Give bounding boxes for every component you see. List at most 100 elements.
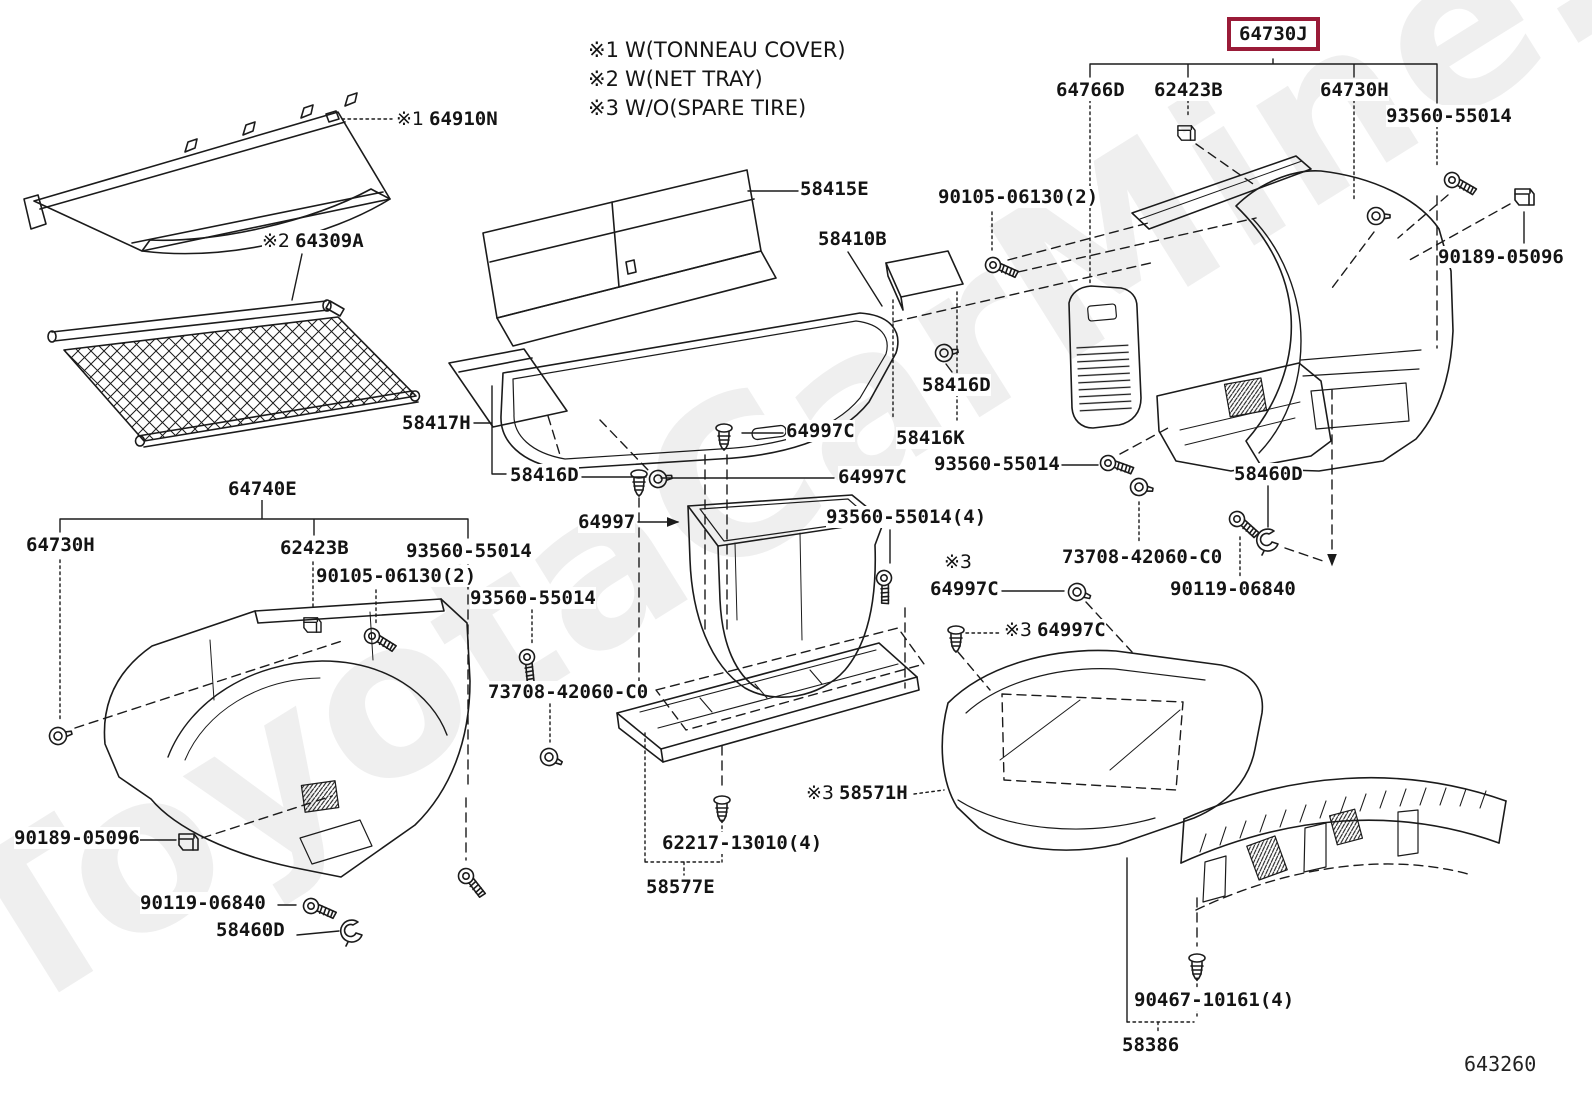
part-label-73708-42060-C0-b: 73708-42060-C0 xyxy=(488,681,649,703)
part-label-64997C-c: 64997C xyxy=(930,578,999,600)
part-number: 90105-06130(2) xyxy=(316,565,477,587)
part-number: 64730H xyxy=(26,534,95,556)
part-number: 58417H xyxy=(402,412,471,434)
clip-icon xyxy=(947,625,965,653)
part-number: 64730J xyxy=(1239,23,1308,45)
clip-icon xyxy=(713,795,731,823)
part-number: 64997C xyxy=(786,420,855,442)
part-label-73708-42060-C0-a: 73708-42060-C0 xyxy=(1062,546,1223,568)
part-label-93560-55014-a: 93560-55014 xyxy=(1386,105,1512,127)
note-ref-symbol: ※1 xyxy=(588,38,619,62)
dashed-lines xyxy=(74,143,1511,947)
retainer-icon xyxy=(1255,528,1279,556)
note-text: W(NET TRAY) xyxy=(624,67,763,91)
part-label-90467-10161: 90467-10161(4) xyxy=(1134,989,1295,1011)
part-label-93560-55014-c: 93560-55014(4) xyxy=(826,506,987,528)
part-label-58460D-a: 58460D xyxy=(1234,463,1303,485)
rear-quarter-trim-left-64740E-drawing xyxy=(103,598,471,878)
note-ref-symbol: ※3 xyxy=(806,782,835,804)
note-ref-symbol: ※3 xyxy=(944,551,973,573)
leader-lines xyxy=(59,58,1525,1023)
part-number: 58416D xyxy=(510,464,579,486)
part-label-58416D-a: 58416D xyxy=(922,374,991,396)
clip-icon xyxy=(178,833,199,851)
tonneau-cover-drawing xyxy=(23,92,391,255)
part-number: 62423B xyxy=(1154,79,1223,101)
clip-icon xyxy=(1177,125,1196,141)
vent-panel-64766D-drawing xyxy=(1068,285,1142,429)
grommet-icon xyxy=(933,341,961,364)
clip-icon xyxy=(1188,953,1206,981)
note-ref-symbol: ※3 xyxy=(588,96,619,120)
part-number: 64910N xyxy=(429,108,498,130)
grommet-icon xyxy=(536,744,567,772)
part-label-64740E: 64740E xyxy=(228,478,297,500)
net-tray-drawing xyxy=(47,299,421,448)
part-number: 93560-55014 xyxy=(1386,105,1512,127)
part-number: 58416D xyxy=(922,374,991,396)
board-58416K-drawing xyxy=(885,250,964,311)
screw-icon xyxy=(1098,453,1136,475)
part-label-93560-55014-e: 93560-55014 xyxy=(470,587,596,609)
part-number: 62423B xyxy=(280,537,349,559)
clip-icon xyxy=(630,469,648,497)
part-number: 64997C xyxy=(838,466,907,488)
part-number: 93560-55014(4) xyxy=(826,506,987,528)
part-label-93560-55014-b: 93560-55014 xyxy=(934,453,1060,475)
part-number: 64309A xyxy=(295,230,364,252)
part-number: 90119-06840 xyxy=(1170,578,1296,600)
part-label-64766D: 64766D xyxy=(1056,79,1125,101)
part-number: 58410B xyxy=(818,228,887,250)
screw-icon xyxy=(1441,169,1480,196)
part-number: 90189-05096 xyxy=(14,827,140,849)
part-number: 93560-55014 xyxy=(470,587,596,609)
clip-icon xyxy=(1514,188,1535,206)
part-label-58577E: 58577E xyxy=(646,876,715,898)
part-number: 73708-42060-C0 xyxy=(488,681,649,703)
note-ref-symbol: ※2 xyxy=(262,230,291,252)
retainer-icon xyxy=(339,919,363,947)
part-number: 64730H xyxy=(1320,79,1389,101)
note-ref-symbol: ※1 xyxy=(396,108,425,130)
rear-step-panel-58386-drawing xyxy=(1180,776,1507,903)
partition-board-58415E-drawing xyxy=(482,169,777,347)
part-label-62423B-b: 62423B xyxy=(280,537,349,559)
part-label-90189-05096-a: 90189-05096 xyxy=(1438,246,1564,268)
part-label-64730H-b: 64730H xyxy=(26,534,95,556)
part-number: 58571H xyxy=(839,782,908,804)
part-number: 90105-06130(2) xyxy=(938,186,1099,208)
part-label-90105-06130-b: 90105-06130(2) xyxy=(316,565,477,587)
rear-quarter-trim-right-64730J-drawing xyxy=(1131,155,1454,472)
part-number: 58577E xyxy=(646,876,715,898)
part-label-64997C-a: 64997C xyxy=(786,420,855,442)
part-label-90105-06130-a: 90105-06130(2) xyxy=(938,186,1099,208)
part-label-58417H: 58417H xyxy=(402,412,471,434)
part-number: 93560-55014 xyxy=(406,540,532,562)
part-label-64997C-b: 64997C xyxy=(838,466,907,488)
figure-number: 643260 xyxy=(1464,1052,1537,1076)
part-label-64730H-top: 64730H xyxy=(1320,79,1389,101)
part-number: 64997 xyxy=(578,511,636,533)
part-label-x3-symbol: ※3 xyxy=(944,551,978,573)
part-number: 90119-06840 xyxy=(140,892,266,914)
part-number: 64766D xyxy=(1056,79,1125,101)
spare-tire-cover-58571H-drawing xyxy=(941,649,1264,851)
part-number: 58460D xyxy=(1234,463,1303,485)
screw-icon xyxy=(454,864,492,900)
part-label-58416D-b: 58416D xyxy=(510,464,579,486)
screw-icon xyxy=(874,568,898,606)
part-number: 58416K xyxy=(896,427,965,449)
screw-icon xyxy=(983,255,1021,279)
screw-icon xyxy=(516,646,543,685)
note-text: W(TONNEAU COVER) xyxy=(624,38,846,62)
part-number: 90467-10161(4) xyxy=(1134,989,1295,1011)
part-number: 58386 xyxy=(1122,1034,1180,1056)
part-label-93560-55014-d: 93560-55014 xyxy=(406,540,532,562)
part-label-62217-13010: 62217-13010(4) xyxy=(662,832,823,854)
under-tray-58577E-drawing xyxy=(616,642,920,763)
